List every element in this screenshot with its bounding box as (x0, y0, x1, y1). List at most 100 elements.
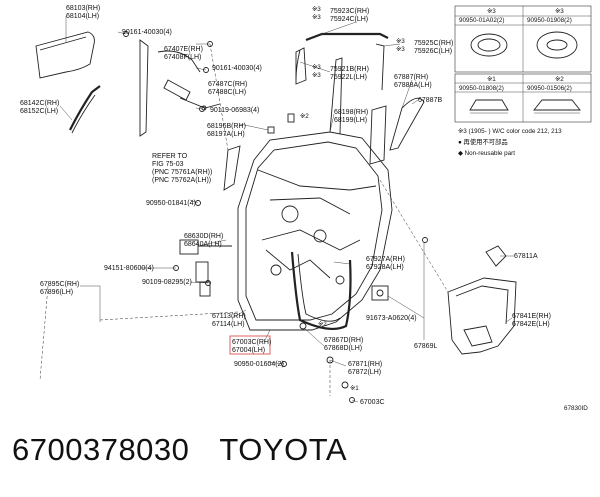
label-75922: 75922L(LH) (330, 74, 367, 81)
mark-2-a: ※2 (300, 113, 309, 120)
label-68104: 68104(LH) (66, 13, 99, 20)
mark-1-a: ※1 (350, 385, 359, 392)
highlighted-part-outline (229, 335, 271, 355)
refer-line-4: (PNC 75762A(LH)) (152, 177, 211, 184)
legend-head-3: ※1 (487, 76, 496, 83)
label-67004: 67004(LH) (232, 347, 265, 354)
label-68630: 68630D(RH) (184, 233, 223, 240)
legend-panel: ※3 ※3 90950-01A02(2) 90950-01908(2) ※1 ※… (454, 5, 592, 157)
label-90109: 90109-08295(2) (142, 279, 192, 286)
mark-3-d: ※3 (396, 46, 405, 53)
part-labels-left: 68103(RH) 68104(LH) 90161-40030(4) 67407… (20, 5, 284, 368)
window-frame-moulding-part (295, 47, 343, 135)
mark-2-b: ※2 (318, 321, 327, 328)
brand-name: TOYOTA (219, 432, 348, 467)
legend-part-3: 90950-01808(2) (459, 85, 504, 92)
label-68103: 68103(RH) (66, 5, 100, 12)
label-67408: 67408F(LH) (164, 54, 201, 61)
door-check-part (179, 239, 232, 255)
leader-lines (59, 16, 514, 403)
grommet-large-icon (536, 31, 578, 59)
label-67868: 67868D(LH) (324, 345, 362, 352)
dashed-reference-lines (39, 43, 449, 396)
label-68196: 68196B(RH) (207, 123, 246, 130)
label-90161-a: 90161-40030(4) (122, 29, 172, 36)
label-67841: 67841E(RH) (512, 313, 551, 320)
label-67113: 67113(RH) (212, 313, 246, 320)
mark-3-e: ※3 (312, 64, 321, 71)
label-68199: 68199(LH) (334, 117, 367, 124)
legend-head-2: ※3 (555, 8, 564, 15)
label-68640: 68640A(LH) (184, 241, 222, 248)
legend-note-1: ※3 (1905- ) W/C color code 212, 213 (458, 128, 562, 135)
mark-3-f: ※3 (312, 72, 321, 79)
label-67869: 67869L (414, 343, 437, 350)
label-68197: 68197A(LH) (207, 131, 245, 138)
rear-door-panel-part (237, 131, 393, 331)
label-67114: 67114(LH) (212, 321, 245, 328)
door-glass-part (35, 31, 95, 79)
label-67896: 67896(LH) (40, 289, 73, 296)
label-91673: 91673-A0620(4) (366, 315, 417, 322)
label-75923: 75923C(RH) (330, 8, 369, 15)
refer-line-1: REFER TO (152, 153, 188, 160)
figure-number: 67830ID (564, 405, 588, 412)
label-67003: 67003C(RH) (232, 339, 271, 346)
label-67927: 67927A(RH) (366, 256, 405, 263)
label-67887: 67887(RH) (394, 74, 428, 81)
label-67871: 67871(RH) (348, 361, 382, 368)
label-67488: 67488C(LH) (208, 89, 246, 96)
rear-pillar-garnish-part (369, 97, 425, 165)
label-67487: 67487C(RH) (208, 81, 247, 88)
plug-icon (469, 99, 509, 114)
door-trim-board-part (447, 277, 517, 355)
label-68152: 68152C(LH) (20, 108, 58, 115)
label-67842: 67842E(LH) (512, 321, 550, 328)
label-90950-a: 90950-01841(4) (146, 200, 196, 207)
part-labels-right: ※3 75923C(RH) ※3 75924C(LH) ※3 75925C(RH… (300, 6, 588, 412)
label-67895: 67895C(RH) (40, 281, 79, 288)
label-67811: 67811A (514, 253, 538, 260)
grommet-icon (470, 33, 508, 57)
legend-part-1: 90950-01A02(2) (459, 17, 505, 24)
flat-plug-icon (533, 99, 581, 114)
label-75926: 75926C(LH) (414, 48, 452, 55)
legend-note-3: ◆ Non-reusable part (458, 150, 515, 157)
label-67887b: 67887B (418, 97, 442, 104)
label-90950-b: 90950-01604(2) (234, 361, 284, 368)
legend-part-4: 90950-01506(2) (527, 85, 572, 92)
mark-3-c: ※3 (396, 38, 405, 45)
label-67872: 67872(LH) (348, 369, 381, 376)
label-68198: 68198(RH) (334, 109, 368, 116)
label-75925: 75925C(RH) (414, 40, 453, 47)
label-67407: 67407E(RH) (164, 46, 203, 53)
legend-head-1: ※3 (487, 8, 496, 15)
legend-head-4: ※2 (555, 76, 564, 83)
label-68142: 68142C(RH) (20, 100, 59, 107)
door-frame-front-part (223, 145, 241, 191)
mark-3-b: ※3 (312, 14, 321, 21)
exploded-parts-diagram: 68103(RH) 68104(LH) 90161-40030(4) 67407… (20, 5, 592, 412)
label-67003c: 67003C (360, 399, 385, 406)
label-94151: 94151-80600(4) (104, 265, 154, 272)
part-number: 6700378030 (12, 432, 190, 467)
label-90119: 90119-06983(4) (210, 107, 259, 114)
glass-run-channel-part (69, 85, 101, 134)
label-67867: 67867D(RH) (324, 337, 363, 344)
door-weatherstrip-part (290, 251, 352, 331)
label-67928: 67928A(LH) (366, 264, 404, 271)
part-caption: 6700378030 TOYOTA (12, 432, 377, 468)
mark-3-a: ※3 (312, 6, 321, 13)
label-90161-b: 90161-40030(4) (212, 65, 262, 72)
refer-line-2: FIG 75-03 (152, 161, 184, 168)
refer-line-3: (PNC 75761A(RH)) (152, 169, 212, 176)
label-75924: 75924C(LH) (330, 16, 368, 23)
door-hinge-part (195, 261, 211, 297)
label-75921: 75921B(RH) (330, 66, 369, 73)
door-lock-part (371, 285, 389, 301)
clip-part (267, 113, 295, 134)
legend-part-2: 90950-01908(2) (527, 17, 572, 24)
label-67888: 67888A(LH) (394, 82, 432, 89)
legend-note-2: ● 再使用不可部品 (458, 137, 508, 146)
